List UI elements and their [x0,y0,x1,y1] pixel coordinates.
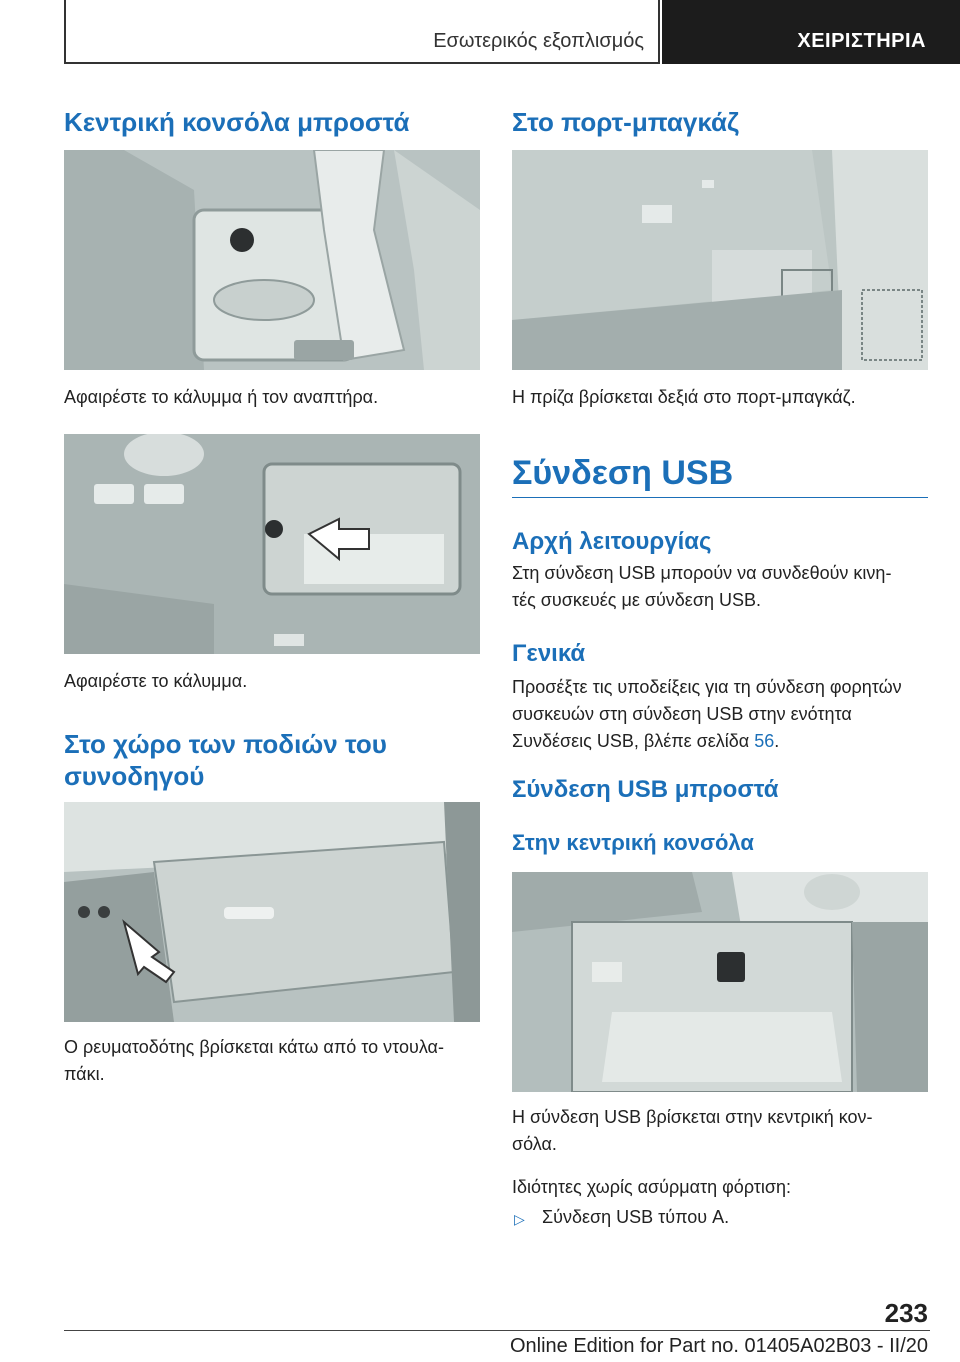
photo-glovebox-socket-drawing [64,802,480,1022]
photo-center-console-socket [64,150,480,370]
text-principle-line1: Στη σύνδεση USB μπορούν να συνδεθούν κιν… [512,563,892,583]
bullet-triangle-icon: ▷ [514,1211,525,1227]
text-principle-line2: τές συσκευές με σύνδεση USB. [512,590,761,610]
caption-usb-in-console-line1: Η σύνδεση USB βρίσκεται στην κεντρική κο… [512,1107,873,1127]
caption-remove-cover-or-lighter: Αφαιρέστε το κάλυμμα ή τον αναπτήρα. [64,387,379,407]
header-chapter-box: ΧΕΙΡΙΣΤΗΡΙΑ [662,0,960,64]
page-number: 233 [884,1298,928,1328]
caption-socket-below-glovebox: Ο ρευματοδότης βρίσκεται κάτω από το ντο… [64,1034,444,1088]
header-section-box: Εσωτερικός εξοπλισμός [64,0,660,64]
photo-luggage-socket-drawing [512,150,928,370]
section-usb-connection: Σύνδεση USB [512,454,734,492]
heading-general: Γενικά [512,640,586,667]
header-chapter-title: ΧΕΙΡΙΣΤΗΡΙΑ [797,30,926,52]
caption-socket-below-glovebox-line1: Ο ρευματοδότης βρίσκεται κάτω από το ντο… [64,1037,444,1057]
text-principle: Στη σύνδεση USB μπορούν να συνδεθούν κιν… [512,560,891,614]
photo-center-console-usb-drawing [512,872,928,1092]
photo-luggage-socket [512,150,928,370]
heading-in-center-console: Στην κεντρική κονσόλα [512,830,754,855]
text-general-line1: Προσέξτε τις υποδείξεις για τη σύνδεση φ… [512,677,902,697]
caption-socket-below-glovebox-line2: πάκι. [64,1064,105,1084]
footer-rule [64,1330,930,1331]
bullet-usb-type-a: Σύνδεση USB τύπου A. [542,1207,730,1227]
photo-console-armrest-socket [64,434,480,654]
page-link-56[interactable]: 56 [754,731,775,751]
text-general-line2: συσκευών στη σύνδεση USB στην ενότητα [512,704,852,724]
section-rule [512,497,928,498]
heading-passenger-footwell-line2: συνοδηγού [64,761,205,791]
heading-center-console-front: Κεντρική κονσόλα μπροστά [64,107,410,137]
photo-console-armrest-socket-drawing [64,434,480,654]
caption-remove-cover: Αφαιρέστε το κάλυμμα. [64,671,248,691]
photo-center-console-socket-drawing [64,150,480,370]
header-section-title: Εσωτερικός εξοπλισμός [433,30,644,52]
caption-usb-in-console: Η σύνδεση USB βρίσκεται στην κεντρική κο… [512,1104,873,1158]
heading-passenger-footwell-line1: Στο χώρο των ποδιών του [64,729,387,759]
text-general-line3: Συνδέσεις USB, βλέπε σελίδα [512,731,755,751]
photo-center-console-usb [512,872,928,1092]
heading-luggage-compartment: Στο πορτ-μπαγκάζ [512,107,739,137]
text-general-line3-end: . [774,731,780,751]
heading-usb-front: Σύνδεση USB μπροστά [512,776,779,803]
footer-edition: Online Edition for Part no. 01405A02B03 … [509,1335,928,1357]
heading-principle: Αρχή λειτουργίας [512,528,712,555]
text-general: Προσέξτε τις υποδείξεις για τη σύνδεση φ… [512,674,902,755]
caption-usb-in-console-line2: σόλα. [512,1134,557,1154]
heading-passenger-footwell: Στο χώρο των ποδιών του συνοδηγού [64,728,387,792]
text-properties-no-wireless: Ιδιότητες χωρίς ασύρματη φόρτιση: [512,1177,792,1197]
caption-socket-right-luggage: Η πρίζα βρίσκεται δεξιά στο πορτ-μπαγκάζ… [512,387,856,407]
photo-glovebox-socket [64,802,480,1022]
